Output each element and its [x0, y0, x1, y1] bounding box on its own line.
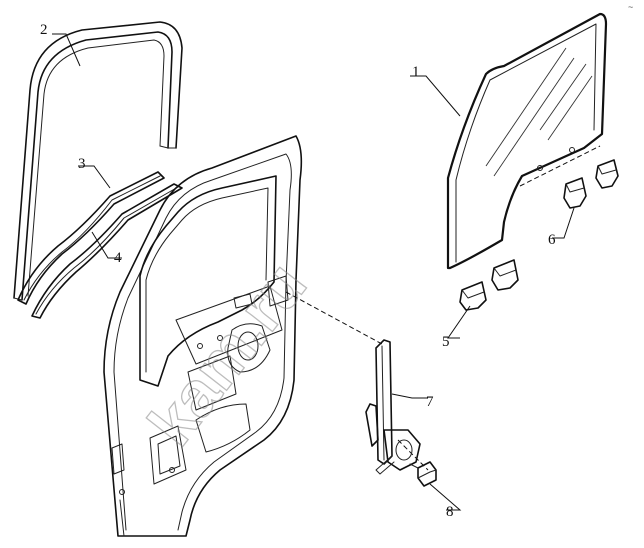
- part-5-glass-brackets: [459, 259, 519, 311]
- callout-3: 3: [78, 156, 86, 172]
- callout-6: 6: [548, 232, 556, 248]
- alignment-lines: [285, 145, 601, 471]
- corner-mark: ~: [628, 2, 633, 12]
- part-7-window-regulator: [365, 339, 421, 475]
- part-6-glass-brackets: [563, 159, 619, 209]
- callout-4: 4: [114, 250, 122, 266]
- door-panel: [103, 135, 303, 537]
- part-2-frame-seal: [13, 21, 183, 301]
- callout-8: 8: [446, 504, 454, 520]
- part-1-door-glass: [446, 12, 608, 270]
- callout-5: 5: [442, 334, 450, 350]
- part-4-belt-strip-inner: [31, 183, 183, 319]
- callout-labels: 2 3 4 1 5 6 7 8: [40, 22, 556, 520]
- part-3-belt-strip-outer: [17, 171, 165, 305]
- watermark-text: kam.ru: [134, 249, 320, 459]
- callout-1: 1: [412, 64, 420, 80]
- callout-2: 2: [40, 22, 48, 38]
- part-8-bolt: [409, 461, 437, 487]
- callout-7: 7: [426, 394, 434, 410]
- leader-lines: [52, 33, 575, 511]
